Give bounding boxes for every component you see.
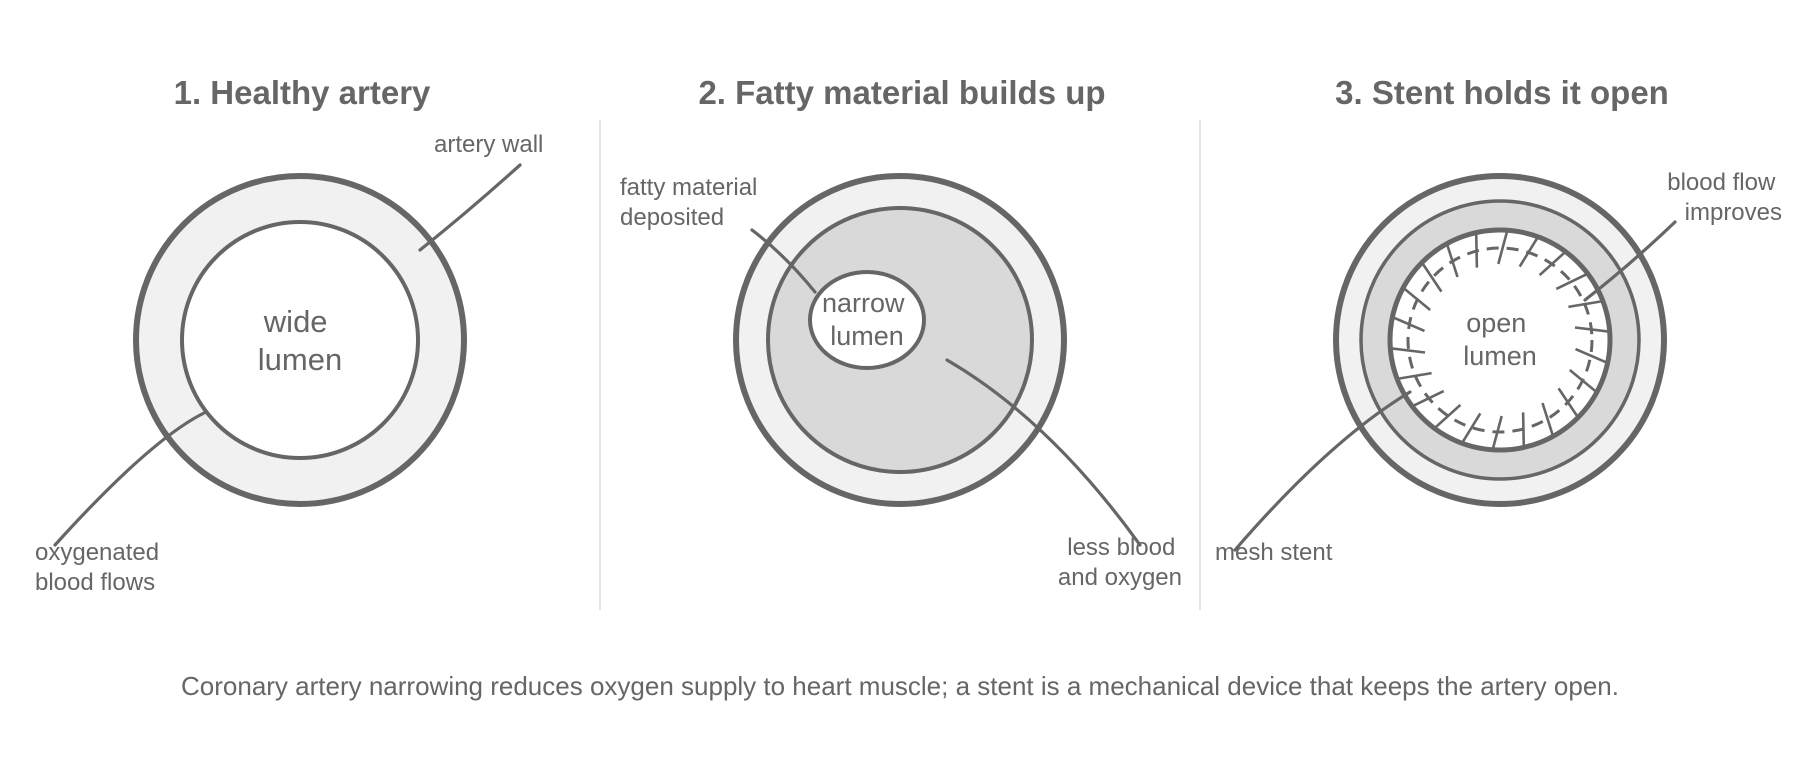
stent-strut	[1521, 412, 1526, 448]
leader-artery-wall	[418, 163, 522, 252]
panel-2-title: 2. Fatty material builds up	[698, 74, 1105, 111]
open-lumen-label: open lumen	[1463, 308, 1537, 371]
callout-less-blood: less blood and oxygen	[1058, 534, 1182, 591]
narrow-lumen	[808, 270, 926, 370]
leader-blood-flow	[1583, 220, 1677, 302]
stent-strut	[1568, 299, 1604, 309]
leader-fatty-material	[750, 228, 817, 294]
stent-strut	[1555, 272, 1589, 291]
stent-strut	[1396, 371, 1432, 381]
wide-lumen	[180, 220, 420, 460]
stent-strut	[1445, 243, 1459, 278]
stent-strut	[1390, 347, 1426, 354]
stent-strut	[1518, 236, 1540, 268]
stent-strut	[1568, 368, 1598, 394]
callout-blood-flow: blood flow improves	[1667, 169, 1782, 226]
callout-mesh-stent: mesh stent	[1215, 539, 1333, 566]
stent-strut	[1574, 347, 1609, 365]
stent-strut	[1574, 326, 1610, 333]
diagram-caption: Coronary artery narrowing reduces oxygen…	[181, 671, 1619, 701]
stent-inner-ring	[1406, 246, 1594, 434]
stent-strut	[1433, 403, 1462, 430]
stent-strut	[1474, 232, 1479, 268]
stent-strut	[1391, 315, 1426, 333]
mesh-stent	[1390, 229, 1610, 451]
stent-strut	[1497, 229, 1509, 265]
stent-strut	[1538, 250, 1567, 277]
stent-strut	[1491, 415, 1503, 451]
stent-strut	[1460, 412, 1482, 444]
open-lumen	[1387, 227, 1613, 453]
callout-oxygenated-blood: oxygenated blood flows	[35, 539, 166, 596]
leader-oxygenated-blood	[53, 411, 206, 547]
panel-healthy-artery: 1. Healthy artery wide lumen artery wall…	[35, 74, 543, 596]
stent-strut	[1411, 389, 1445, 408]
panel-1-title: 1. Healthy artery	[174, 74, 431, 111]
panel-fatty-buildup: 2. Fatty material builds up narrow lumen…	[620, 74, 1182, 591]
wide-lumen-label: wide lumen	[258, 304, 342, 377]
narrow-lumen-label: narrow lumen	[822, 288, 912, 351]
stent-strut	[1402, 286, 1432, 312]
panel-stent-open: 3. Stent holds it open open lumen blood …	[1215, 74, 1782, 566]
stent-strut	[1541, 402, 1555, 437]
leader-less-blood	[945, 358, 1142, 547]
panel-3-title: 3. Stent holds it open	[1335, 74, 1669, 111]
callout-fatty-material: fatty material deposited	[620, 174, 764, 231]
leader-mesh-stent	[1233, 390, 1412, 552]
stent-strut	[1420, 261, 1443, 293]
stent-strut	[1557, 387, 1580, 419]
callout-artery-wall: artery wall	[434, 131, 543, 158]
